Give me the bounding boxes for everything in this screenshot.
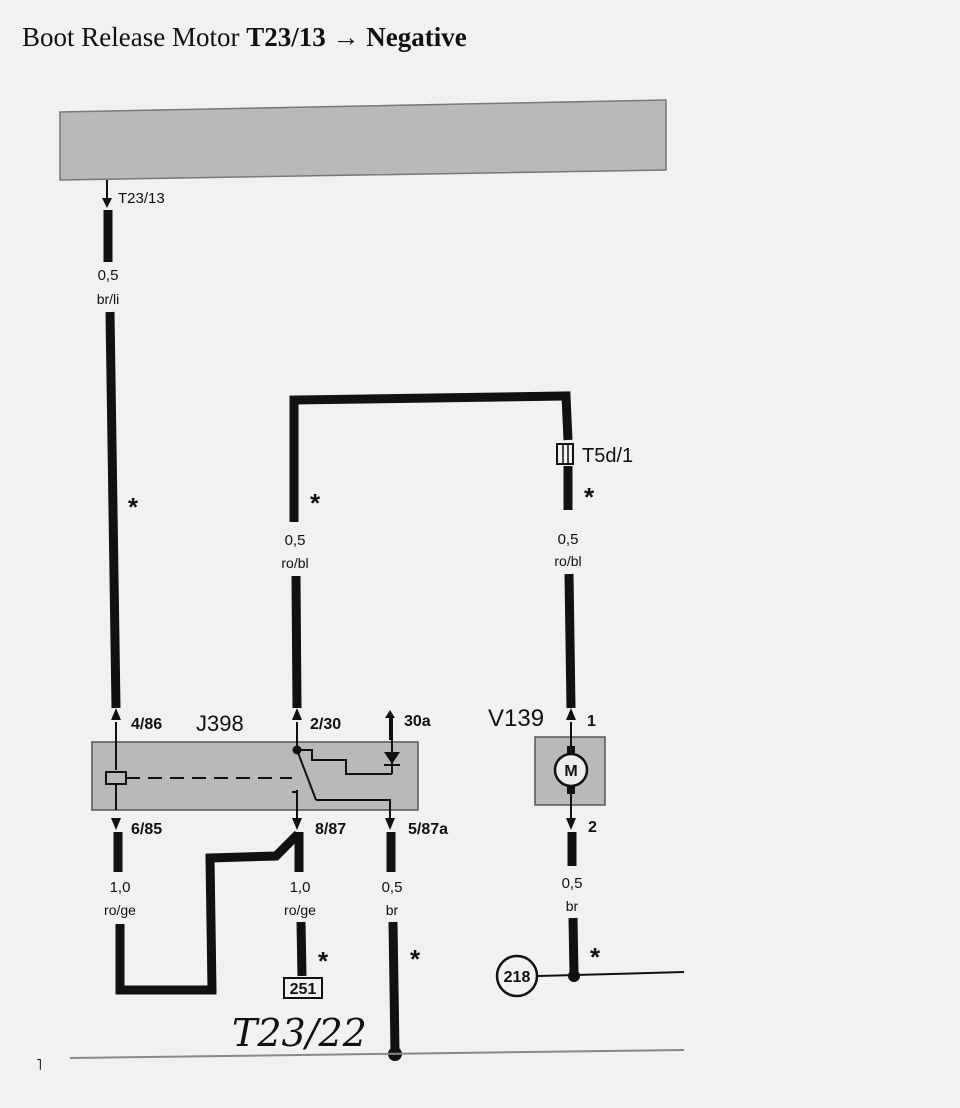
arrow-down-icon	[111, 818, 121, 830]
relay-pin-6-85: 6/85	[131, 821, 162, 838]
br-bottom-wire-size: 0,5	[382, 879, 403, 896]
right-wire-lower	[564, 573, 576, 709]
left-wire-asterisk: *	[128, 492, 139, 522]
mid-bottom-wire-size: 1,0	[290, 879, 311, 896]
ground-reference-number: 218	[504, 969, 531, 986]
left-bottom-wire-color: ro/ge	[104, 902, 136, 918]
connector-t23-13-label: T23/13	[118, 190, 165, 207]
right-wire-asterisk: *	[584, 482, 595, 512]
relay-pin-5-87a: 5/87a	[408, 821, 448, 838]
mid-wire-color: ro/bl	[281, 555, 308, 571]
right-wire-size: 0,5	[558, 531, 579, 548]
relay-pin-2-30: 2/30	[310, 716, 341, 733]
br-bottom-wire-lower	[388, 921, 400, 1053]
relay-switch-blade	[296, 749, 317, 801]
ground-reference-circle	[495, 954, 539, 998]
arrow-up-icon	[566, 708, 576, 720]
title-to: Negative	[366, 22, 467, 52]
left-bottom-wire-size: 1,0	[110, 879, 131, 896]
motor-bottom-wire-lower	[568, 917, 579, 975]
motor-pin-2: 2	[588, 819, 597, 836]
page-title: Boot Release Motor T23/13 → Negative	[22, 22, 467, 53]
relay-j398-box	[91, 741, 419, 811]
title-prefix: Boot Release Motor	[22, 22, 240, 52]
left-bottom-loop-wire	[115, 830, 302, 995]
motor-name: V139	[488, 705, 544, 732]
ground-bus-line	[537, 971, 685, 977]
arrow-up-icon	[292, 708, 302, 720]
connector-t5d-1-label: T5d/1	[582, 445, 633, 467]
br-bottom-wire-color: br	[386, 902, 399, 918]
arrow-down-icon	[385, 818, 395, 830]
handwritten-note: T23/22	[232, 1011, 367, 1055]
diode-icon	[384, 752, 400, 764]
relay-pin-30a: 30a	[404, 713, 431, 730]
motor-symbol: M	[564, 763, 577, 780]
mid-wire-asterisk: *	[310, 488, 321, 518]
arrow-up-icon	[385, 710, 395, 718]
title-arrow: →	[332, 22, 360, 52]
relay-pin-8-87: 8/87	[315, 821, 346, 838]
reference-box-number: 251	[290, 981, 317, 998]
relay-pin-4-86: 4/86	[131, 716, 162, 733]
motor-bottom-wire-color: br	[566, 898, 579, 914]
mid-bottom-asterisk: *	[318, 946, 329, 976]
relay-internal-wire	[297, 749, 392, 775]
left-wire-main	[105, 311, 121, 709]
motor-brush	[567, 786, 575, 794]
br-bottom-asterisk: *	[410, 944, 421, 974]
mid-loop-wire	[289, 391, 573, 522]
mid-wire-size: 0,5	[285, 532, 306, 549]
mid-wire-lower	[291, 575, 302, 709]
corner-mark: ˥	[36, 1057, 42, 1074]
ground-line	[69, 1049, 685, 1059]
motor-bottom-wire-size: 0,5	[562, 875, 583, 892]
arrow-up-icon	[111, 708, 121, 720]
mid-bottom-wire-color: ro/ge	[284, 902, 316, 918]
arrow-down-icon	[566, 818, 576, 830]
motor-pin-1: 1	[587, 713, 596, 730]
arrow-down-icon	[292, 818, 302, 830]
right-wire-color: ro/bl	[554, 553, 581, 569]
reference-box	[283, 977, 323, 999]
control-unit-bar	[59, 99, 667, 181]
title-from: T23/13	[246, 22, 326, 52]
left-wire-color: br/li	[97, 291, 120, 307]
motor-bottom-asterisk: *	[590, 942, 601, 972]
motor-brush	[567, 746, 575, 754]
left-wire-size: 0,5	[98, 267, 119, 284]
relay-name: J398	[196, 711, 244, 736]
arrow-down-icon	[102, 198, 112, 208]
connector-icon	[556, 443, 574, 465]
mid-bottom-wire-lower	[296, 921, 307, 977]
